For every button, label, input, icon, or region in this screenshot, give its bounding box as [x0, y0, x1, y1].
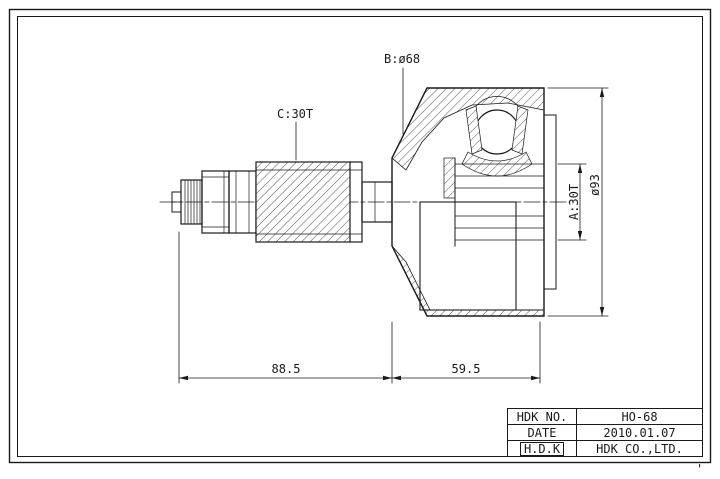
title-block-value-company: HDK CO.,LTD. [576, 440, 703, 457]
bell-wall-bottom-hatch [391, 245, 545, 317]
dimensions [178, 67, 609, 384]
title-block-label-hdk-no: HDK NO. [507, 408, 577, 425]
callout-a-label: A:30T [567, 184, 581, 220]
bore-wedge-hatch [443, 157, 456, 199]
dimension-arrows [179, 88, 605, 381]
callout-c-label: C:30T [277, 107, 313, 121]
dia-93-label: ø93 [588, 174, 602, 196]
hdk-logo-box: H.D.K [519, 441, 565, 456]
bell-body-lower [419, 201, 517, 311]
outer-border [8, 8, 712, 464]
title-block: HDK NO. HO-68 DATE 2010.01.07 H.D.K HDK … [507, 408, 703, 457]
stray-mark: ' [696, 462, 703, 476]
title-block-label-company: H.D.K [507, 440, 577, 457]
shaft-spline-hatch [256, 162, 350, 242]
title-block-label-date: DATE [507, 424, 577, 441]
title-block-row-hdk-no: HDK NO. HO-68 [507, 408, 703, 425]
title-block-row-company: H.D.K HDK CO.,LTD. [507, 440, 703, 457]
cage-arc [472, 95, 522, 112]
bell-housing [391, 87, 557, 317]
bell-lip [543, 114, 557, 290]
shaft-assembly [171, 161, 393, 243]
cage-left-hatch [465, 105, 483, 155]
title-block-value-hdk-no: HO-68 [576, 408, 703, 425]
drawing-labels: B:ø68 C:30T 88.5 59.5 A:30T ø93 ' [272, 52, 704, 476]
callout-b-label: B:ø68 [384, 52, 420, 66]
bell-outline [391, 87, 545, 317]
title-block-row-date: DATE 2010.01.07 [507, 424, 703, 441]
inner-border [17, 16, 703, 457]
title-block-value-date: 2010.01.07 [576, 424, 703, 441]
dim-joint-length-label: 59.5 [452, 362, 481, 376]
cage-right-hatch [511, 105, 529, 155]
dim-shaft-length-label: 88.5 [272, 362, 301, 376]
